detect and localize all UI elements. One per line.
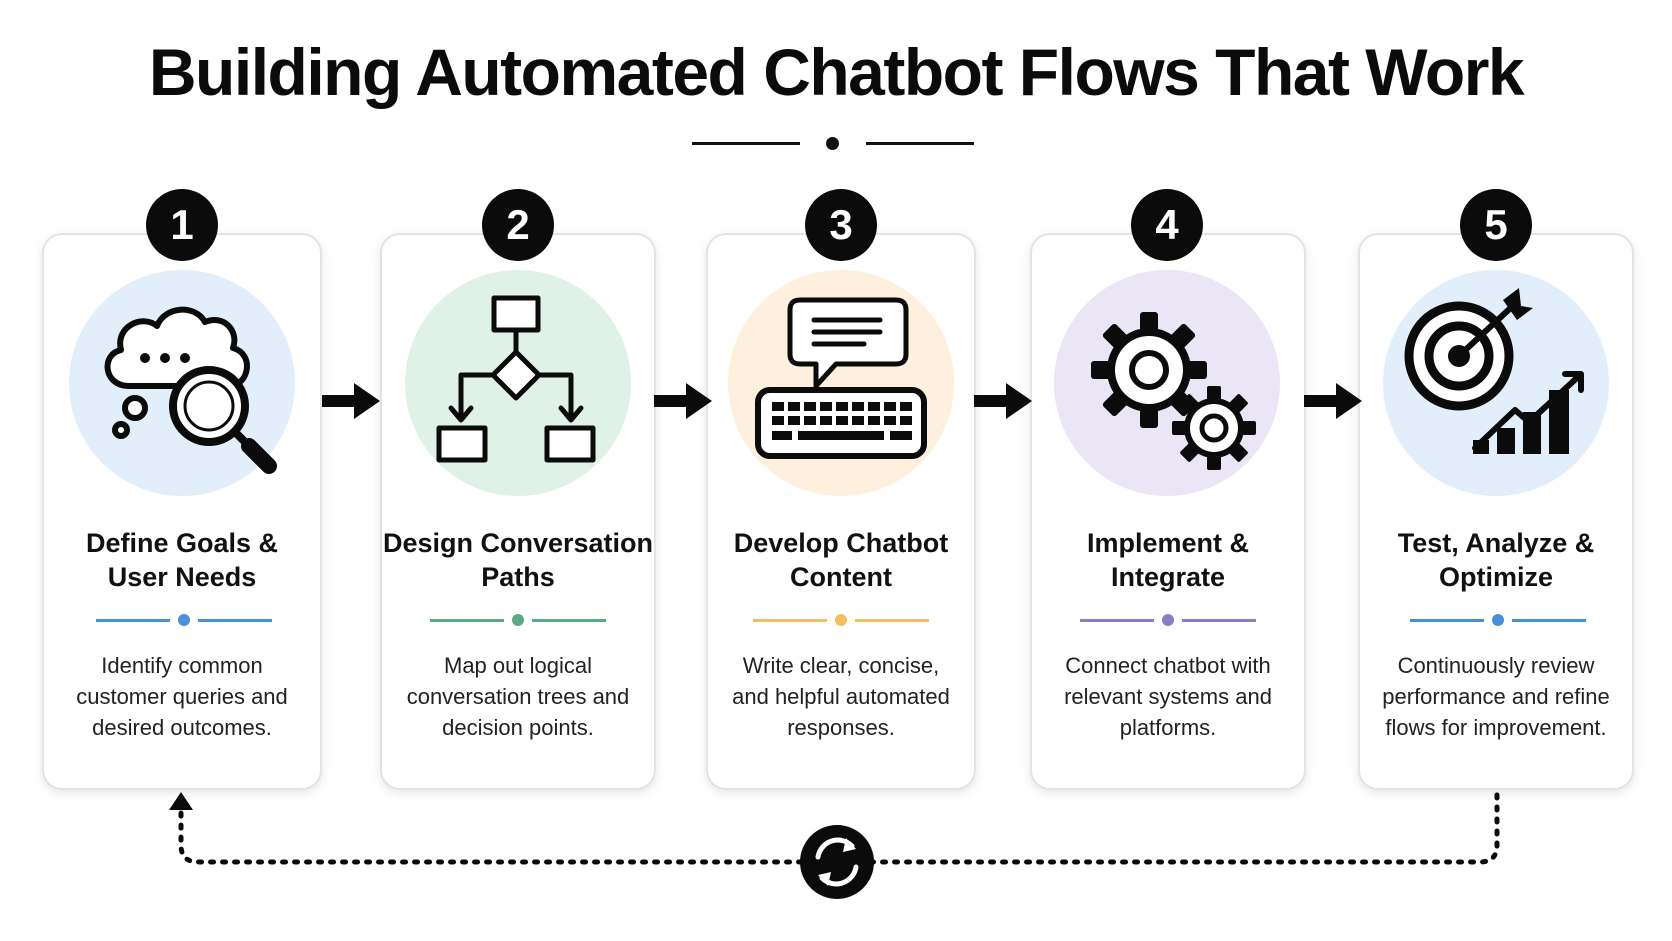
loop-arrowhead [169, 792, 193, 810]
step-title-3-line-2: Content [790, 562, 892, 592]
refresh-cycle-icon [800, 825, 874, 899]
step-title-1-line-1: Define Goals & [85, 528, 279, 558]
step-description-3: Write clear, concise, and helpful automa… [706, 650, 976, 743]
step-title-3-line-1: Develop Chatbot [733, 528, 949, 558]
step-title-3: Develop Chatbot Content [706, 526, 976, 594]
step-description-3-line-1: Write clear, concise, [742, 653, 940, 678]
step-description-5-line-2: performance and refine [1382, 684, 1610, 709]
step-icon-circle-5 [1383, 270, 1609, 496]
step-title-4-line-2: Integrate [1110, 562, 1226, 592]
step-icon-circle-2 [405, 270, 631, 496]
step-description-5-line-1: Continuously review [1397, 653, 1595, 678]
title-rule-left [692, 142, 800, 145]
step-divider-1 [96, 613, 272, 627]
title-dot [826, 137, 839, 150]
step-title-2-line-1: Design Conversation [382, 528, 654, 558]
step-description-1-line-3: desired outcomes. [92, 715, 272, 740]
step-title-4-line-1: Implement & [1086, 528, 1250, 558]
step-divider-2 [430, 613, 606, 627]
step-number-badge-3: 3 [805, 189, 877, 261]
target-growth-chart-icon [1404, 288, 1584, 454]
step-description-2-line-2: conversation trees and [406, 684, 630, 709]
step-description-4: Connect chatbot with relevant systems an… [1030, 650, 1306, 743]
step-title-5: Test, Analyze & Optimize [1358, 526, 1634, 594]
step-description-5-line-3: flows for improvement. [1385, 715, 1607, 740]
step-number-badge-2: 2 [482, 189, 554, 261]
step-description-2: Map out logical conversation trees and d… [380, 650, 656, 743]
step-title-1-line-2: User Needs [107, 562, 257, 592]
step-number-badge-1: 1 [146, 189, 218, 261]
step-description-4-line-1: Connect chatbot with [1065, 653, 1271, 678]
step-title-4: Implement & Integrate [1030, 526, 1306, 594]
step-description-1: Identify common customer queries and des… [42, 650, 322, 743]
step-description-5: Continuously review performance and refi… [1358, 650, 1634, 743]
title-rule-right [866, 142, 974, 145]
step-description-2-line-3: decision points. [442, 715, 594, 740]
step-title-2-line-2: Paths [481, 562, 555, 592]
step-number-badge-5: 5 [1460, 189, 1532, 261]
step-description-3-line-3: responses. [787, 715, 895, 740]
page-title: Building Automated Chatbot Flows That Wo… [148, 35, 1525, 109]
step-number-badge-4: 4 [1131, 189, 1203, 261]
step-title-1: Define Goals & User Needs [42, 526, 322, 594]
step-description-4-line-2: relevant systems and [1064, 684, 1272, 709]
step-title-2: Design Conversation Paths [380, 526, 656, 594]
right-arrow-icon-2 [654, 383, 712, 419]
step-icon-circle-3 [728, 270, 954, 496]
step-divider-4 [1080, 613, 1256, 627]
step-description-1-line-2: customer queries and [76, 684, 288, 709]
step-divider-5 [1410, 613, 1586, 627]
flowchart-icon [436, 295, 596, 463]
step-description-1-line-1: Identify common [101, 653, 263, 678]
step-title-5-line-2: Optimize [1438, 562, 1553, 592]
step-description-2-line-1: Map out logical [444, 653, 592, 678]
step-icon-circle-1 [69, 270, 295, 496]
right-arrow-icon-4 [1304, 383, 1362, 419]
chat-keyboard-icon [755, 297, 927, 459]
step-divider-3 [753, 613, 929, 627]
step-description-4-line-3: platforms. [1119, 715, 1217, 740]
step-icon-circle-4 [1054, 270, 1280, 496]
right-arrow-icon-1 [322, 383, 380, 419]
step-description-3-line-2: and helpful automated [732, 684, 950, 709]
thought-bubble-magnifier-icon [104, 306, 277, 474]
right-arrow-icon-3 [974, 383, 1032, 419]
step-title-5-line-1: Test, Analyze & [1397, 528, 1595, 558]
gears-icon [1091, 312, 1256, 470]
